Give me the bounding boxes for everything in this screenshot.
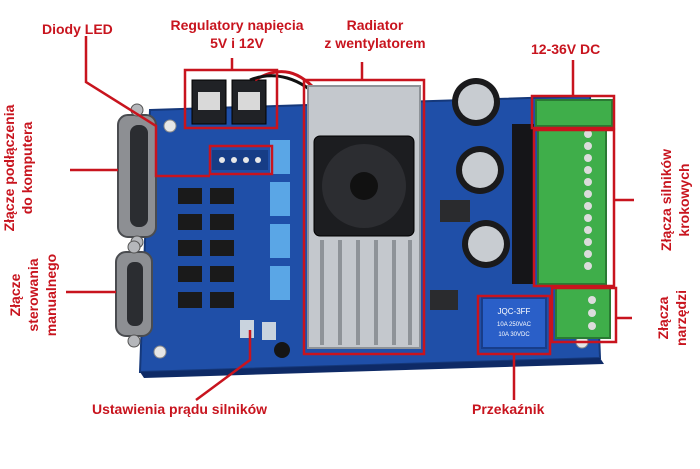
- label-ustawienia-pradu: Ustawienia prądu silników: [92, 401, 268, 417]
- box-tools: [550, 286, 618, 344]
- capacitors: [452, 78, 510, 268]
- tool-terminal-block: [555, 287, 611, 339]
- leader-prad: [195, 330, 252, 402]
- relay-label-3: 10A 30VDC: [498, 332, 530, 338]
- db15-connector: [115, 240, 153, 348]
- label-zasilanie: 12-36V DC: [531, 41, 601, 57]
- label-radiator-line2: z wentylatorem: [324, 35, 426, 51]
- mount-hole: [153, 345, 167, 359]
- label-zlacza-silnikow: Złącza silników krokowych: [657, 135, 693, 265]
- label-radiator-line1: Radiator: [346, 17, 404, 33]
- db25-connector: [117, 103, 157, 249]
- ic-chips: [178, 188, 234, 308]
- cooling-fan: [313, 135, 415, 237]
- label-zlacza-narzedzi-line2: narzędzi: [673, 290, 689, 347]
- label-zlacza-narzedzi: Złącza narzędzi: [654, 278, 690, 358]
- box-heatsink: [302, 78, 426, 356]
- label-zlacze-sterowania-line3: manualnego: [43, 253, 59, 337]
- led-area: [212, 150, 268, 170]
- label-przekaznik: Przekaźnik: [472, 401, 545, 417]
- label-zlacza-narzedzi-line1: Złącza: [655, 296, 671, 340]
- relay-label-2: 10A 250VAC: [497, 322, 532, 328]
- mount-hole: [163, 119, 177, 133]
- label-regulatory-line2: 5V i 12V: [210, 35, 264, 51]
- label-zlacze-komputera: Złącze podłączenia do komputera: [0, 88, 36, 248]
- label-regulatory: Regulatory napięcia 5V i 12V: [152, 16, 322, 52]
- voltage-regulators: [191, 70, 324, 125]
- power-terminal-block: [535, 99, 613, 127]
- small-caps: [240, 320, 290, 358]
- pcb-shadow: [140, 358, 604, 378]
- label-diody-led: Diody LED: [42, 21, 113, 37]
- leader-lines: [66, 36, 634, 402]
- label-zlacza-silnikow-line1: Złącza silników: [658, 149, 674, 251]
- label-zlacze-sterowania: Złącze sterowania manualnego: [6, 240, 60, 350]
- dip-switches: [270, 140, 290, 300]
- relay-label-1: JQC-3FF: [498, 307, 531, 316]
- label-regulatory-line1: Regulatory napięcia: [170, 17, 304, 33]
- label-zlacze-komputera-line1: Złącze podłączenia: [1, 104, 17, 232]
- driver-transistors: [430, 124, 534, 310]
- relay: JQC-3FF 10A 250VAC 10A 30VDC: [481, 297, 547, 349]
- box-motors: [532, 128, 616, 288]
- label-zlacze-sterowania-line1: Złącze: [7, 273, 23, 317]
- leader-diody: [84, 36, 210, 178]
- label-radiator: Radiator z wentylatorem: [310, 16, 440, 52]
- box-leds: [208, 144, 274, 176]
- label-zlacze-sterowania-line2: sterowania: [25, 258, 41, 332]
- label-zlacze-komputera-line2: do komputera: [19, 121, 35, 215]
- motor-terminal-block: [537, 109, 607, 285]
- label-zlacza-silnikow-line2: krokowych: [676, 163, 692, 237]
